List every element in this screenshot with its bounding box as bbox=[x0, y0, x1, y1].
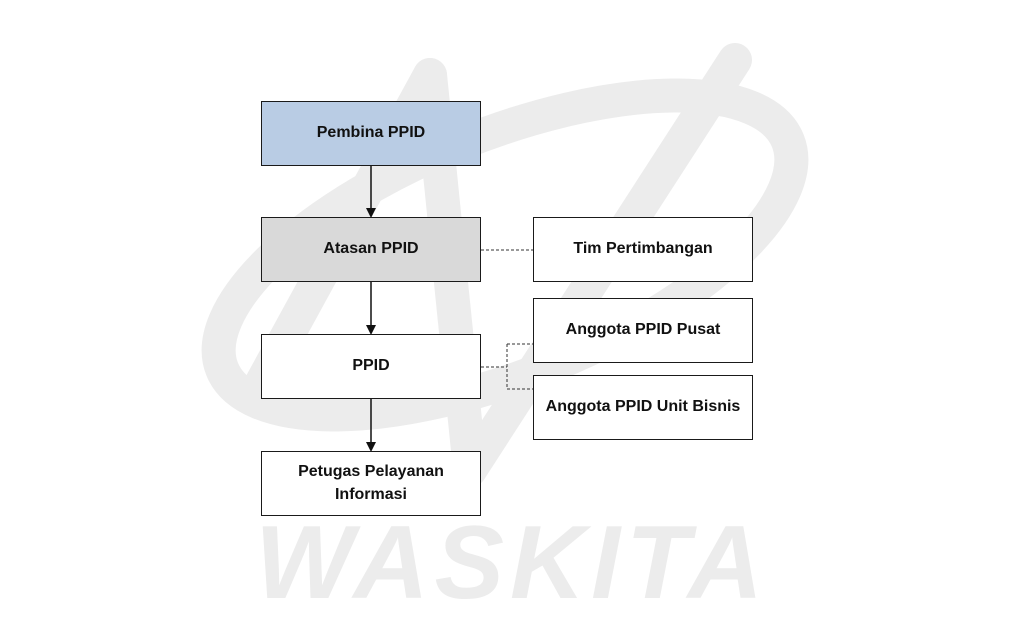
node-ppid-label: PPID bbox=[352, 357, 390, 375]
node-atasan-ppid: Atasan PPID bbox=[261, 217, 481, 282]
node-pusat-label: Anggota PPID Pusat bbox=[565, 321, 721, 339]
node-petugas-label: Petugas Pelayanan Informasi bbox=[298, 463, 444, 503]
node-anggota-ppid-unit-bisnis: Anggota PPID Unit Bisnis bbox=[533, 375, 753, 440]
node-atasan-label: Atasan PPID bbox=[323, 240, 419, 258]
node-petugas-pelayanan-informasi: Petugas Pelayanan Informasi bbox=[261, 451, 481, 516]
node-pembina-label: Pembina PPID bbox=[316, 124, 426, 142]
watermark-text: WASKITA bbox=[255, 505, 769, 621]
node-anggota-ppid-pusat: Anggota PPID Pusat bbox=[533, 298, 753, 363]
node-unit-label: Anggota PPID Unit Bisnis bbox=[545, 398, 741, 416]
node-tim-pertimbangan: Tim Pertimbangan bbox=[533, 217, 753, 282]
node-ppid: PPID bbox=[261, 334, 481, 399]
node-tim-label: Tim Pertimbangan bbox=[573, 240, 713, 258]
node-pembina-ppid: Pembina PPID bbox=[261, 101, 481, 166]
